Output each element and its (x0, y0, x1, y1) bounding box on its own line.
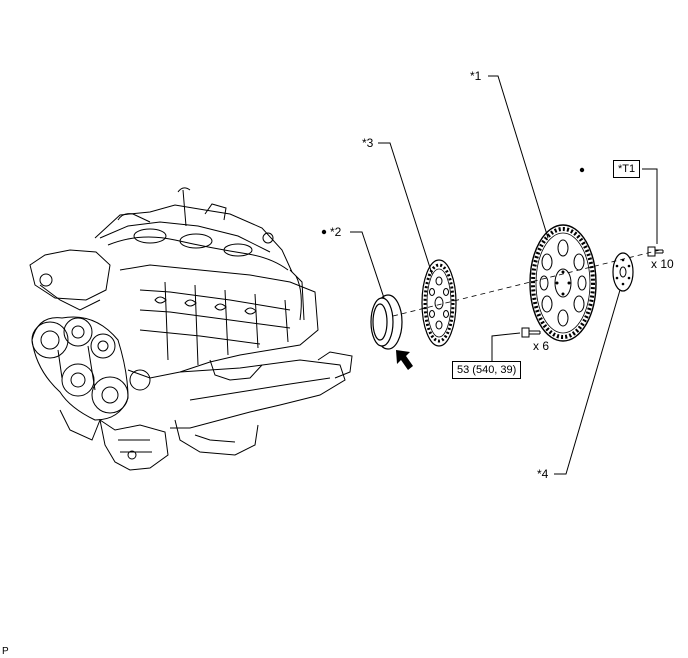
drive-plate-bolt (521, 327, 541, 338)
qty-flexplate-bolts: x 10 (651, 257, 674, 271)
install-direction-arrow (396, 350, 413, 370)
drive-plate (421, 259, 457, 347)
rear-oil-seal (370, 294, 403, 350)
assembly-axis (392, 249, 661, 317)
torque-spec-box: 53 (540, 39) (452, 361, 522, 379)
callout-1: *1 (470, 69, 482, 83)
callout-3: *3 (362, 136, 374, 150)
tool-callout-t1: *T1 (613, 160, 641, 178)
leader-lines (350, 75, 658, 475)
callout-2: *2 (330, 225, 342, 239)
bullet-marker-2 (321, 229, 327, 235)
callout-4: *4 (537, 467, 549, 481)
flexplate (529, 224, 597, 342)
engine-illustration (29, 187, 353, 471)
spacer-plate (612, 252, 634, 292)
qty-drive-plate-bolts: x 6 (533, 339, 549, 353)
bullet-marker-center (579, 167, 585, 173)
page-footer-code: P (2, 646, 9, 657)
